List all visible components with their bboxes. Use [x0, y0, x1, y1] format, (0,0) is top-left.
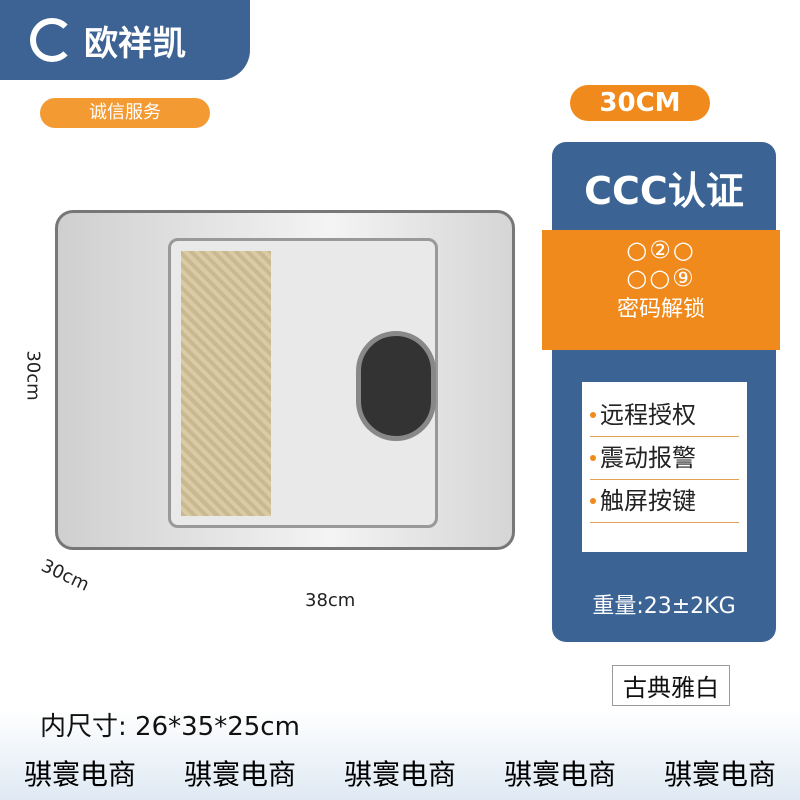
watermark: 骐寰电商: [183, 758, 296, 791]
color-name: 古典雅白: [612, 665, 730, 706]
watermark: 骐寰电商: [663, 758, 776, 791]
watermark-strip: 骐寰电商 骐寰电商 骐寰电商 骐寰电商 骐寰电商: [0, 758, 800, 794]
safe-door: [168, 238, 438, 528]
feature-item: 触屏按键: [590, 480, 739, 523]
watermark: 骐寰电商: [503, 758, 616, 791]
depth-dimension: 30cm: [37, 555, 93, 596]
feature-list: 远程授权 震动报警 触屏按键: [582, 382, 747, 552]
safe-product-image: [55, 210, 515, 550]
weight: 重量:23±2KG: [592, 594, 736, 619]
keypad-icon: ○②○○○⑨: [626, 236, 696, 292]
watermark: 骐寰电商: [343, 758, 456, 791]
height-dimension: 30cm: [22, 350, 44, 401]
logo-icon: [30, 18, 74, 62]
unlock-section: ○②○○○⑨ 密码解锁: [542, 230, 780, 350]
width-dimension: 38cm: [305, 590, 356, 611]
tagline-pill: 诚信服务: [40, 98, 210, 128]
inner-size: 内尺寸: 26*35*25cm: [40, 712, 300, 742]
feature-item: 远程授权: [590, 394, 739, 437]
background-wave: [0, 710, 800, 800]
brand-logo: 欧祥凯: [0, 0, 250, 80]
feature-item: 震动报警: [590, 437, 739, 480]
feature-panel: CCC认证 ○②○○○⑨ 密码解锁 远程授权 震动报警 触屏按键 重量:23±2…: [542, 142, 780, 642]
watermark: 骐寰电商: [23, 758, 136, 791]
brand-name: 欧祥凯: [84, 23, 186, 64]
certification: CCC认证: [584, 169, 744, 213]
size-badge: 30CM: [570, 85, 710, 121]
leather-panel: [181, 251, 271, 516]
unlock-label: 密码解锁: [616, 297, 705, 322]
keypad-lock: [356, 331, 436, 441]
